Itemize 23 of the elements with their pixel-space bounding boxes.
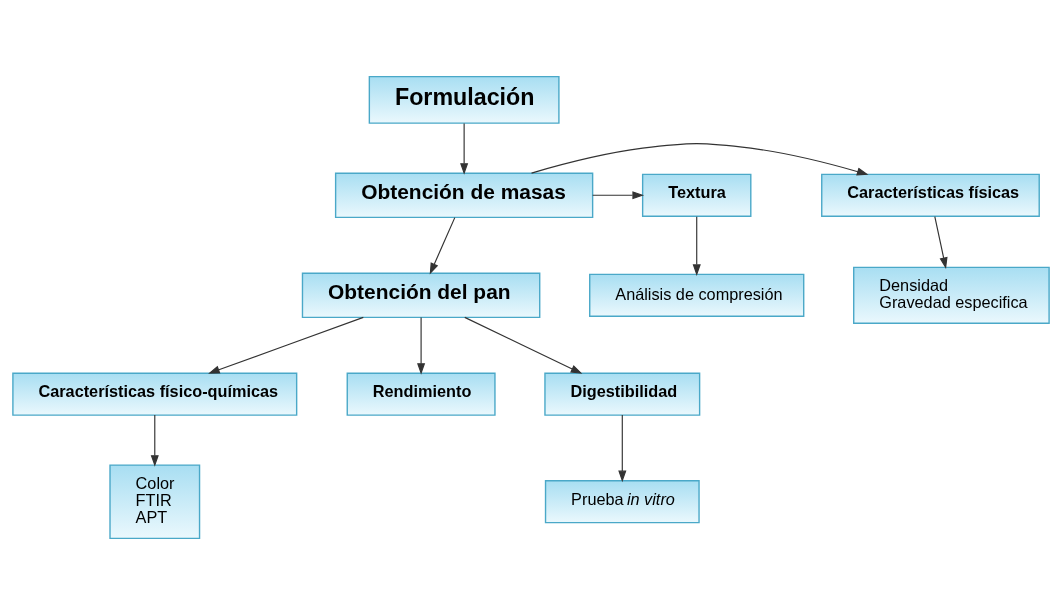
arrow [208,316,364,374]
arrow [592,191,645,200]
node-box: Textura [641,173,752,217]
node-box: Prueba in vitro [544,480,700,524]
node-box: Características físico-químicas [12,372,298,416]
node-box: Características físicas [821,173,1040,217]
node-box: Rendimiento [346,372,496,416]
node-box: Color FTIR APT [109,464,201,540]
node-box: Formulación [368,75,560,124]
arrow [460,123,469,175]
arrow [429,217,456,275]
arrow [692,216,701,276]
node-box: Densidad Gravedad especifica [853,266,1050,324]
node-box: Digestibilidad [544,372,701,416]
arrow [618,414,627,483]
arrow [417,316,426,375]
node-box: Análisis de compresión [589,273,805,317]
arrow [530,142,869,176]
arrow [464,316,583,374]
node-box: Obtención de masas [334,172,594,219]
arrow [150,414,159,467]
arrow [934,216,948,269]
node-box: Obtención del pan [301,272,541,319]
